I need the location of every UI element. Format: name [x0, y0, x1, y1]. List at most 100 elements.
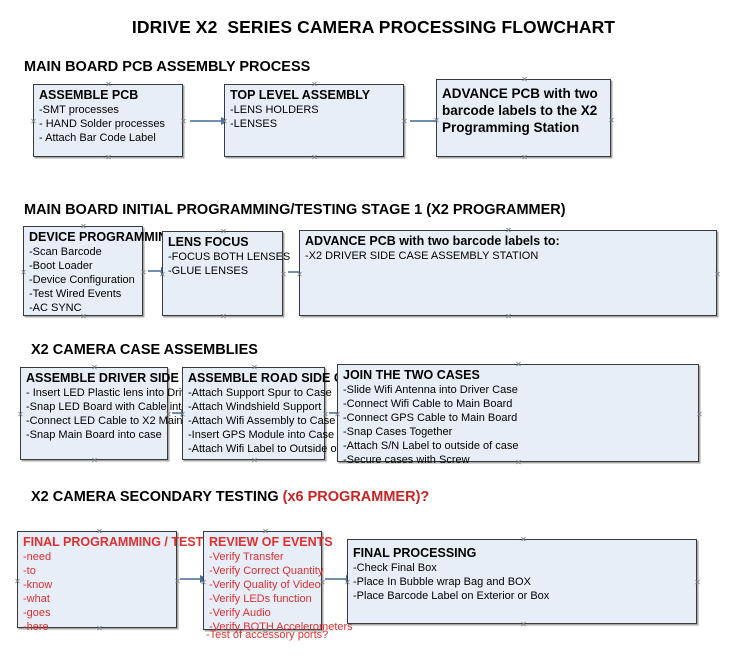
- node-line: -Check Final Box: [353, 562, 437, 574]
- node-line: -Scan Barcode: [29, 246, 102, 258]
- node-line: -Verify Audio: [209, 607, 271, 619]
- node-device-programming[interactable]: DEVICE PROGRAMMING -Scan Barcode -Boot L…: [20, 223, 177, 316]
- page-title: IDRIVE X2 SERIES CAMERA PROCESSING FLOWC…: [131, 17, 616, 37]
- node-top-level-assembly[interactable]: TOP LEVEL ASSEMBLY -LENS HOLDERS -LENSES: [224, 84, 404, 157]
- connection-handle-top[interactable]: [311, 81, 318, 88]
- connection-handle-bottom[interactable]: [220, 313, 227, 320]
- connection-handle-top[interactable]: [515, 361, 522, 368]
- node-assemble-road-side-case[interactable]: ASSEMBLE ROAD SIDE CASE -Attach Support …: [179, 364, 369, 460]
- connection-handle-left[interactable]: [296, 271, 303, 278]
- node-advance-pcb-to-x2-programming-station[interactable]: ADVANCE PCB with two barcode labels to t…: [436, 79, 611, 157]
- node-assemble-pcb[interactable]: ASSEMBLE PCB -SMT processes - HAND Solde…: [33, 84, 183, 157]
- connection-handle-left[interactable]: [344, 579, 351, 586]
- node-title: DEVICE PROGRAMMING: [29, 230, 177, 244]
- node-line: -goes: [23, 607, 51, 619]
- connection-handle-bottom[interactable]: [520, 621, 527, 628]
- node-line: -Verify Quality of Video: [209, 579, 321, 591]
- node-line: -Snap Main Board into case: [26, 429, 162, 441]
- connection-handle-right[interactable]: [322, 411, 329, 418]
- connection-handle-top[interactable]: [521, 76, 528, 83]
- connection-handle-bottom[interactable]: [505, 313, 512, 320]
- node-title: ASSEMBLE DRIVER SIDE CASE: [26, 371, 218, 385]
- node-line: -to: [23, 565, 36, 577]
- node-line: -Insert GPS Module into Case: [188, 429, 335, 441]
- connection-handle-top[interactable]: [262, 528, 269, 535]
- connection-handle-bottom[interactable]: [105, 154, 112, 161]
- connection-handle-bottom[interactable]: [515, 459, 522, 466]
- connection-handle-left[interactable]: [334, 411, 341, 418]
- connection-handle-bottom[interactable]: [521, 154, 528, 161]
- node-assemble-driver-side-case[interactable]: ASSEMBLE DRIVER SIDE CASE - Insert LED P…: [17, 364, 226, 460]
- connection-handle-right[interactable]: [714, 271, 721, 278]
- node-title: LENS FOCUS: [168, 235, 249, 249]
- node-final-processing[interactable]: FINAL PROCESSING -Check Final Box -Place…: [347, 539, 697, 624]
- connection-handle-top[interactable]: [520, 536, 527, 543]
- connection-handle-right[interactable]: [165, 411, 172, 418]
- connection-handle-left[interactable]: [20, 269, 27, 276]
- node-join-the-two-cases[interactable]: JOIN THE TWO CASES -Slide Wifi Antenna i…: [334, 361, 699, 466]
- connection-handle-right[interactable]: [140, 269, 147, 276]
- node-line: -Place In Bubble wrap Bag and BOX: [353, 576, 531, 588]
- node-line: -AC SYNC: [29, 302, 82, 314]
- node-line: -Snap Cases Together: [343, 426, 453, 438]
- connector-arrow: [190, 116, 229, 125]
- connection-handle-right[interactable]: [180, 118, 187, 125]
- connection-handle-top[interactable]: [96, 528, 103, 535]
- connection-handle-left[interactable]: [17, 411, 24, 418]
- connection-handle-right[interactable]: [401, 118, 408, 125]
- node-line: -LENS HOLDERS: [230, 104, 319, 116]
- connection-handle-top[interactable]: [220, 228, 227, 235]
- connection-handle-bottom[interactable]: [251, 457, 258, 464]
- node-body: ASSEMBLE PCB -SMT processes - HAND Solde…: [39, 88, 180, 145]
- connection-handle-top[interactable]: [105, 81, 112, 88]
- node-line: -Verify LEDs function: [209, 593, 312, 605]
- connection-handle-left[interactable]: [179, 411, 186, 418]
- node-line: -Verify BOTH Accelerometers: [209, 621, 353, 633]
- connection-handle-left[interactable]: [221, 118, 228, 125]
- connection-handle-top[interactable]: [251, 364, 258, 371]
- connection-handle-left[interactable]: [30, 118, 37, 125]
- connection-handle-bottom[interactable]: [91, 457, 98, 464]
- node-review-of-events-overflow-line: -Test of accessory ports?: [206, 629, 329, 641]
- connection-handle-right[interactable]: [696, 411, 703, 418]
- section-heading-x2-camera-case-assemblies: X2 CAMERA CASE ASSEMBLIES: [31, 342, 258, 358]
- node-lens-focus[interactable]: LENS FOCUS -FOCUS BOTH LENSES -GLUE LENS…: [159, 228, 291, 316]
- node-line: -know: [23, 579, 53, 591]
- connection-handle-bottom[interactable]: [96, 625, 103, 632]
- node-body: TOP LEVEL ASSEMBLY -LENS HOLDERS -LENSES: [230, 88, 401, 131]
- node-line: - Insert LED Plastic lens into Driver Ca…: [26, 387, 226, 399]
- connection-handle-right[interactable]: [280, 271, 287, 278]
- connection-handle-top[interactable]: [505, 227, 512, 234]
- connection-handle-left[interactable]: [159, 271, 166, 278]
- node-body: REVIEW OF EVENTS -Verify Transfer -Verif…: [209, 535, 353, 634]
- node-body: ADVANCE PCB with two barcode labels to: …: [305, 234, 714, 263]
- section-heading-main-board-pcb-assembly: MAIN BOARD PCB ASSEMBLY PROCESS: [24, 59, 310, 75]
- node-advance-pcb-to-driver-side-case[interactable]: ADVANCE PCB with two barcode labels to: …: [299, 230, 717, 316]
- connection-handle-right[interactable]: [608, 117, 615, 124]
- node-final-programming-testing[interactable]: FINAL PROGRAMMING / TESTING -need -to -k…: [14, 528, 226, 633]
- node-line: -Test Wired Events: [29, 288, 122, 300]
- connection-handle-right[interactable]: [694, 579, 701, 586]
- node-line: -FOCUS BOTH LENSES: [168, 251, 291, 263]
- node-line: -Attach Windshield Support: [188, 401, 322, 413]
- node-review-of-events[interactable]: REVIEW OF EVENTS -Verify Transfer -Verif…: [200, 528, 353, 633]
- node-title: ADVANCE PCB with two barcode labels to t…: [442, 86, 598, 135]
- node-line: - Attach Bar Code Label: [39, 132, 156, 144]
- node-body: FINAL PROCESSING -Check Final Box -Place…: [353, 546, 694, 603]
- connection-handle-left[interactable]: [14, 578, 21, 585]
- node-line: -Device Configuration: [29, 274, 135, 286]
- connection-handle-left[interactable]: [200, 579, 207, 586]
- connection-handle-bottom[interactable]: [311, 154, 318, 161]
- connector-arrow: [180, 574, 208, 583]
- section-heading-accent: (x6 PROGRAMMER)?: [282, 489, 430, 505]
- node-body: LENS FOCUS -FOCUS BOTH LENSES -GLUE LENS…: [168, 235, 291, 278]
- section-heading-text: X2 CAMERA SECONDARY TESTING: [31, 489, 283, 505]
- node-body: JOIN THE TWO CASES -Slide Wifi Antenna i…: [343, 368, 696, 467]
- connection-handle-left[interactable]: [433, 117, 440, 124]
- node-line: -Attach Wifi Label to Outside of Case: [188, 443, 369, 455]
- connection-handle-bottom[interactable]: [80, 313, 87, 320]
- connection-handle-top[interactable]: [91, 364, 98, 371]
- node-title: ADVANCE PCB with two barcode labels to:: [305, 234, 560, 248]
- connection-handle-top[interactable]: [80, 223, 87, 230]
- connection-handle-right[interactable]: [319, 579, 326, 586]
